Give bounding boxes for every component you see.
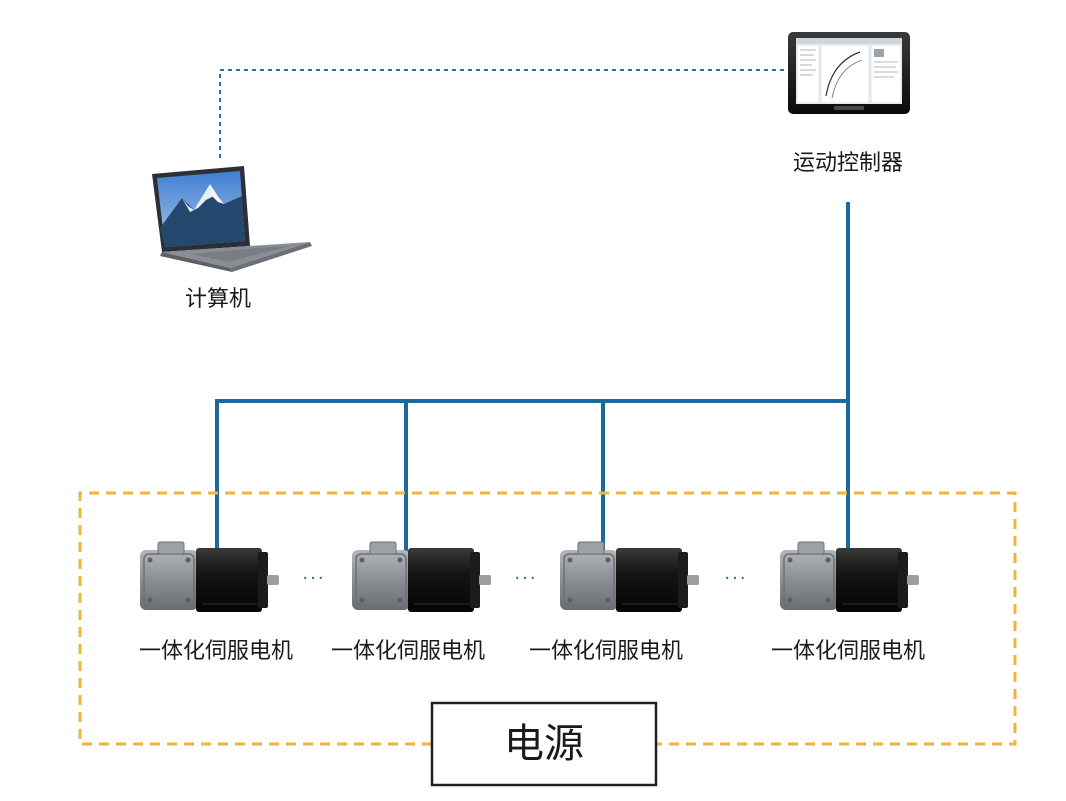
servo-motor-icon <box>559 541 700 613</box>
power-supply-box: 电源 <box>430 701 658 787</box>
ellipsis-1: ··· <box>302 568 325 589</box>
servo-motor-icon <box>779 541 920 613</box>
motor-label-3: 一体化伺服电机 <box>529 639 683 664</box>
ellipsis-2: ··· <box>514 568 537 589</box>
laptop-icon <box>152 166 312 272</box>
ellipsis-3: ··· <box>724 568 747 589</box>
servo-motor-icon <box>351 541 492 613</box>
bus-lines <box>215 202 850 554</box>
motor-label-2: 一体化伺服电机 <box>331 639 485 664</box>
controller-label: 运动控制器 <box>793 151 903 176</box>
servo-motor-icon <box>139 541 280 613</box>
dashed-link-computer-controller <box>219 69 790 158</box>
motion-controller-hmi-icon <box>788 32 910 114</box>
motor-label-1: 一体化伺服电机 <box>139 639 293 664</box>
motor-label-4: 一体化伺服电机 <box>771 639 925 664</box>
power-boundary-dashed-box <box>78 491 1017 746</box>
computer-label: 计算机 <box>185 287 251 312</box>
power-supply-label: 电源 <box>504 721 584 767</box>
